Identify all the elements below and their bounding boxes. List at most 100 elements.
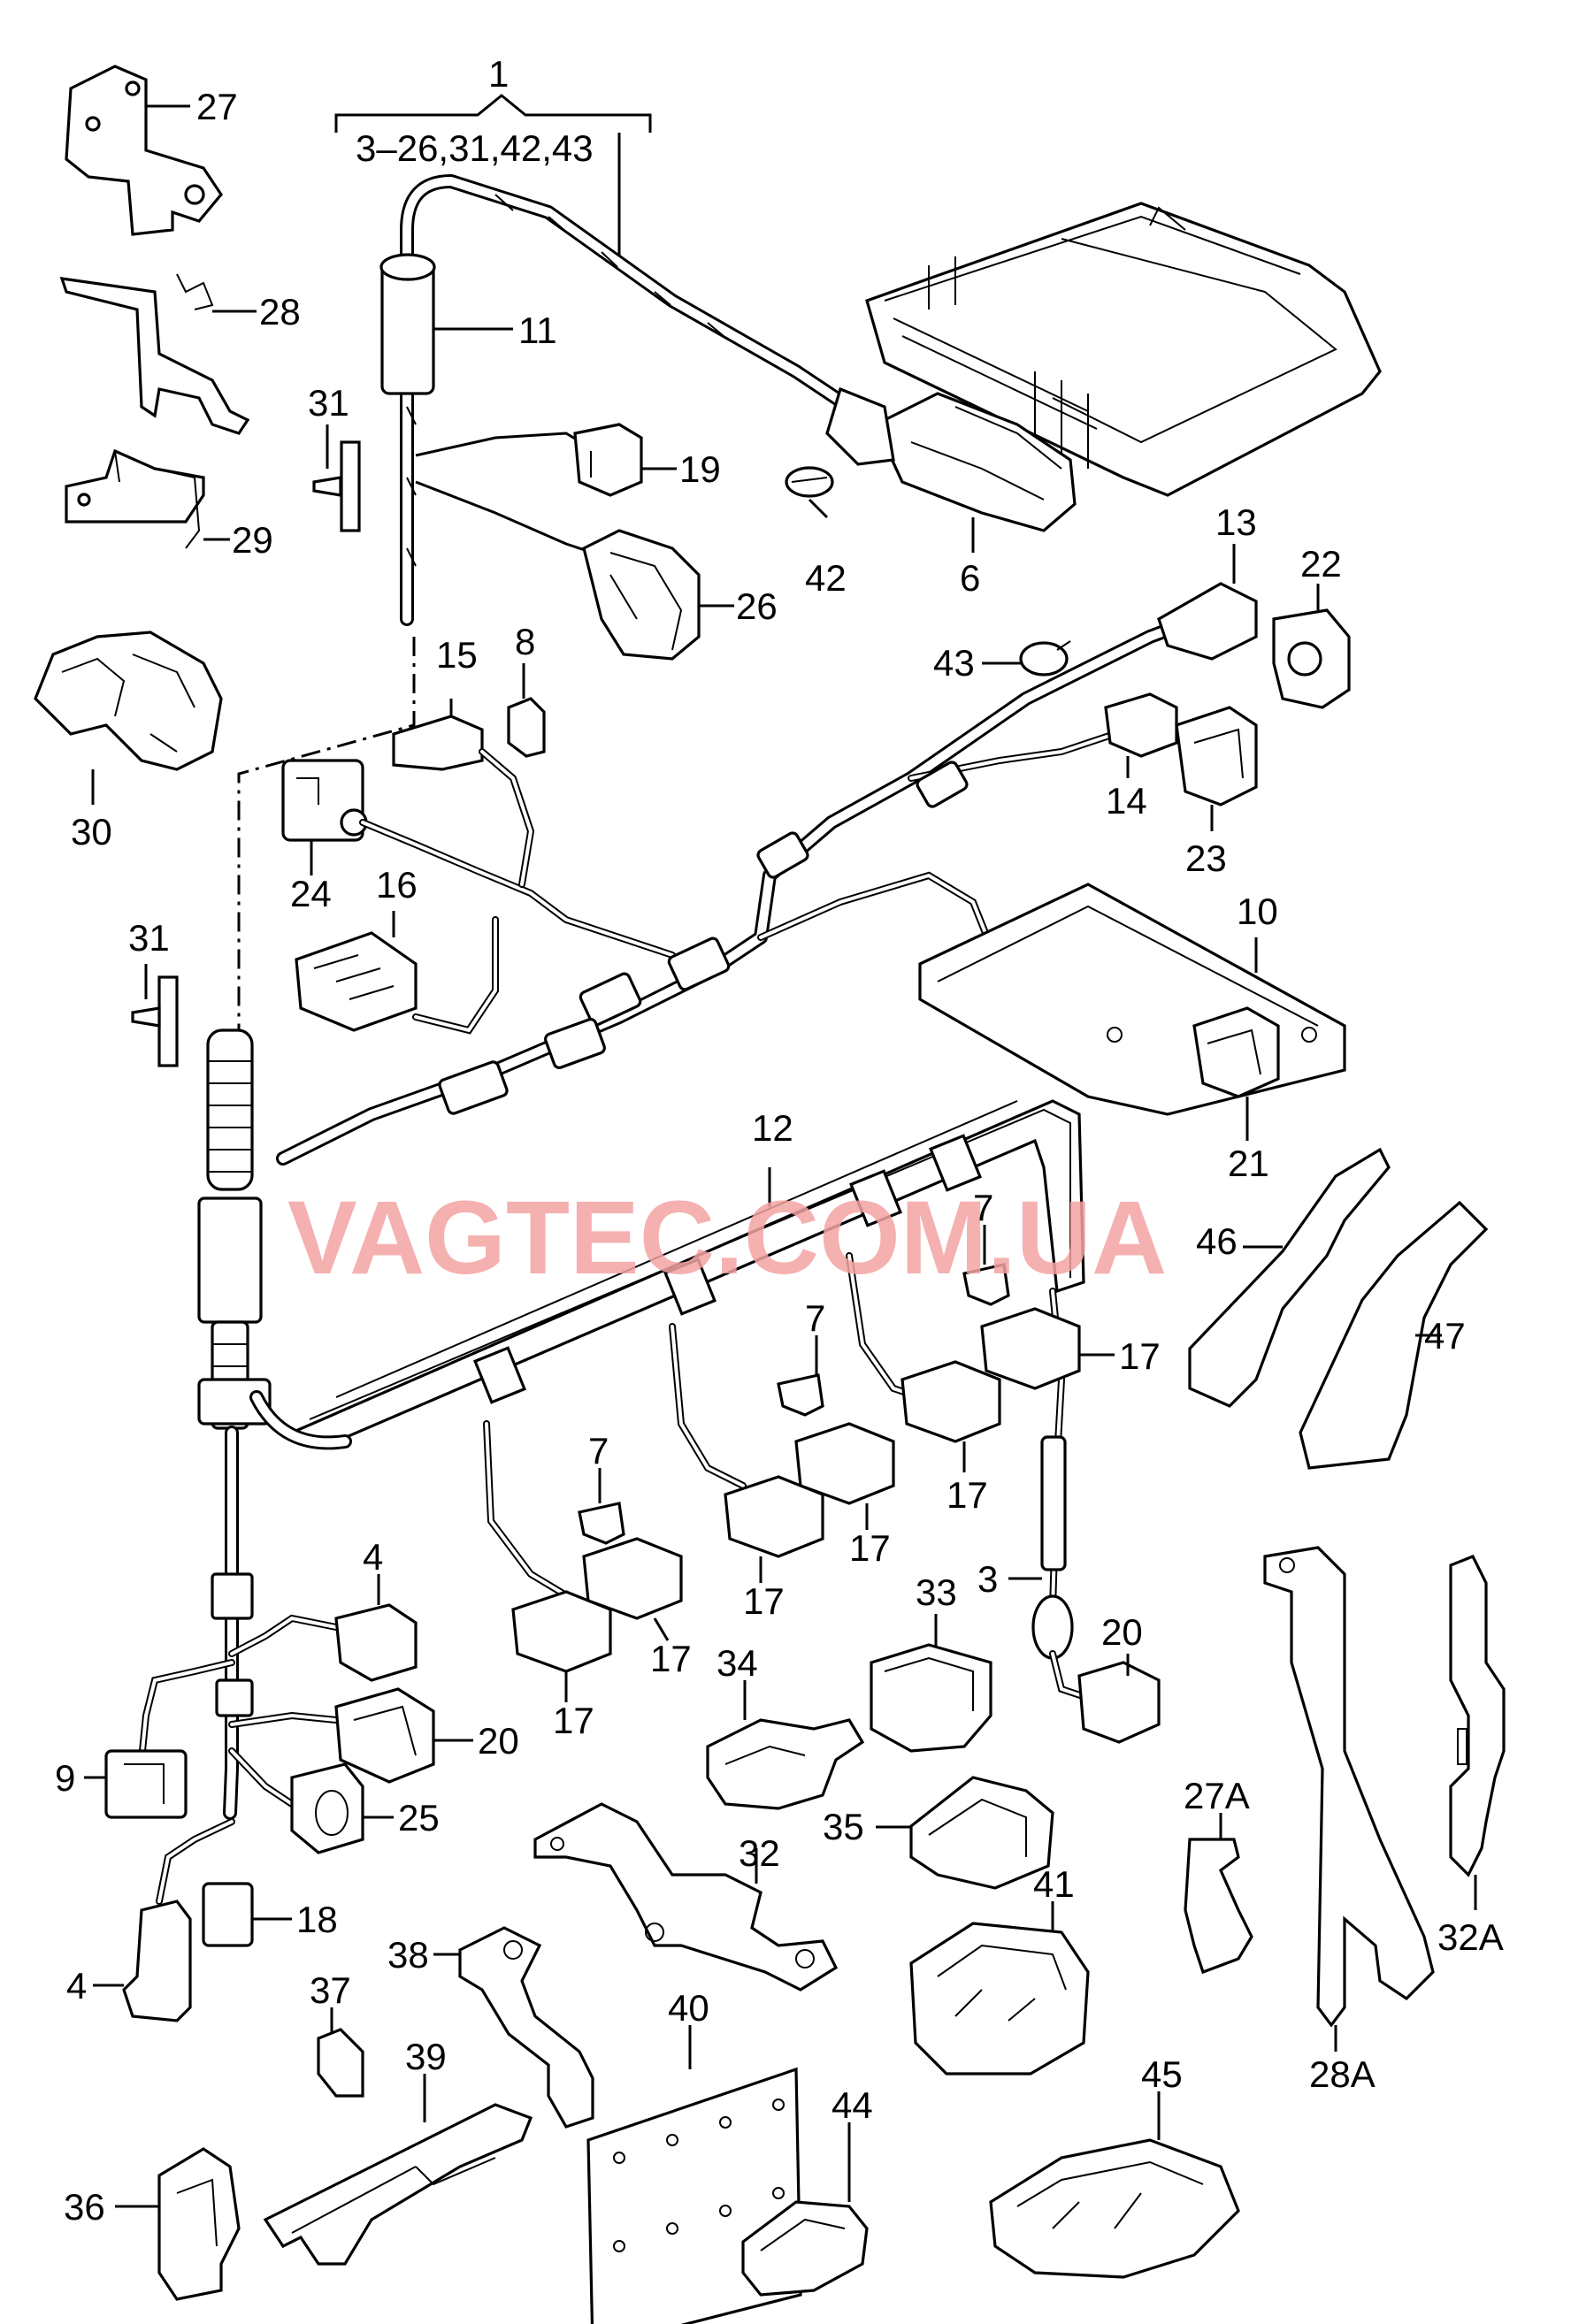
callout-42: 42: [805, 557, 847, 599]
clip-43: [982, 640, 1071, 677]
connector-9: [84, 1749, 188, 1819]
connector-19: [573, 423, 677, 497]
connector-18: [202, 1882, 292, 1947]
callout-13: 13: [1215, 501, 1257, 543]
callout-18: 18: [296, 1899, 338, 1940]
connector-16: [295, 911, 418, 1032]
bracket-27: [65, 65, 223, 236]
rail-39: [263, 2074, 533, 2266]
callout-23: 23: [1185, 837, 1227, 879]
callout-7-left: 7: [588, 1430, 609, 1472]
callout-40: 40: [668, 1987, 709, 2029]
connector-22: [1272, 584, 1351, 709]
callout-20-right: 20: [1101, 1611, 1143, 1653]
fastener-31-mid: [131, 964, 179, 1067]
clip-37: [317, 2007, 364, 2098]
clips-7: [578, 1225, 1010, 1545]
bracket-34: [706, 1680, 865, 1810]
callout-37: 37: [310, 1969, 351, 2011]
connector-20-left: [334, 1687, 473, 1784]
callout-39: 39: [405, 2036, 447, 2077]
connector-21: [1192, 1006, 1280, 1141]
lower-branches: [138, 1614, 340, 1905]
callout-17-e: 17: [650, 1638, 692, 1679]
callout-10: 10: [1237, 891, 1278, 932]
callout-11: 11: [518, 310, 557, 351]
callout-36: 36: [64, 2186, 105, 2228]
callout-47: 47: [1424, 1315, 1466, 1357]
fuel-rail-harness-12: [249, 1099, 1085, 1450]
connector-25: [290, 1762, 394, 1854]
sensor-lead-3: [1008, 1435, 1092, 1701]
bracket-33: [870, 1614, 992, 1753]
callout-7-right: 7: [973, 1187, 993, 1228]
connector-15: [392, 699, 484, 771]
callout-4-lower: 4: [66, 1965, 87, 2007]
callout-25: 25: [398, 1797, 440, 1839]
callout-17-d: 17: [743, 1580, 785, 1622]
callout-24: 24: [290, 873, 332, 914]
callout-30: 30: [71, 811, 112, 852]
shield-47: [1299, 1200, 1489, 1470]
callout-35: 35: [823, 1806, 864, 1847]
callout-27A: 27A: [1184, 1775, 1250, 1816]
shield-46: [1188, 1147, 1391, 1408]
callout-12: 12: [752, 1107, 793, 1149]
callout-27: 27: [196, 86, 238, 127]
watermark: VAGTEC.COM.UA: [287, 1180, 1167, 1296]
bracket-32: [533, 1802, 839, 1991]
main-trunk: [197, 1028, 272, 1820]
callout-21: 21: [1228, 1143, 1269, 1184]
callout-22: 22: [1300, 543, 1342, 585]
callout-1: 1: [488, 53, 509, 95]
cap-8: [507, 663, 546, 758]
bracket-44: [741, 2122, 869, 2297]
callout-16: 16: [376, 864, 418, 906]
connector-24: [281, 759, 368, 875]
injector-connectors-17: [511, 1307, 1115, 1702]
fastener-31-top: [312, 424, 361, 532]
bracket-38: [433, 1926, 594, 2129]
callout-46: 46: [1196, 1220, 1238, 1262]
callout-9: 9: [55, 1757, 75, 1799]
callout-17-b: 17: [946, 1474, 988, 1516]
callout-14: 14: [1106, 780, 1147, 822]
connector-6: [825, 386, 1077, 553]
connector-23: [1175, 706, 1258, 831]
assembly-reference: 1 3–26,31,42,43: [334, 53, 652, 256]
callout-main-range: 3–26,31,42,43: [356, 127, 594, 169]
connector-13: [1157, 544, 1258, 661]
callout-3: 3: [977, 1558, 998, 1600]
callout-31-top: 31: [308, 382, 349, 424]
sleeve-11: [379, 253, 513, 395]
assembly-dash-line: [237, 637, 416, 1035]
connector-4-lower: [93, 1900, 192, 2022]
bracket-29: [65, 448, 230, 549]
plate-10: [918, 883, 1346, 1116]
clip-30: [34, 631, 223, 805]
bracket-27A: [1184, 1813, 1253, 1975]
callout-45: 45: [1141, 2053, 1183, 2095]
callout-15: 15: [436, 634, 478, 676]
callout-28: 28: [259, 291, 301, 333]
callout-20-left: 20: [478, 1720, 519, 1762]
cover-41: [909, 1901, 1090, 2076]
callout-32A: 32A: [1437, 1916, 1504, 1958]
connector-26: [582, 529, 734, 661]
callout-17-a: 17: [1119, 1335, 1161, 1377]
callout-4-upper: 4: [363, 1536, 383, 1578]
callout-32: 32: [739, 1832, 780, 1874]
connector-4-upper: [334, 1574, 418, 1682]
callout-44: 44: [831, 2084, 873, 2126]
callout-41: 41: [1033, 1863, 1075, 1905]
callout-33: 33: [916, 1571, 957, 1613]
bracket-28A: [1263, 1546, 1435, 2052]
bracket-32A: [1449, 1554, 1506, 1910]
callout-7-mid: 7: [805, 1297, 825, 1339]
bracket-36: [115, 2147, 241, 2301]
connector-14: [1104, 692, 1178, 778]
callout-17-f: 17: [553, 1700, 594, 1741]
callout-43: 43: [933, 642, 975, 684]
harness-connectors: [438, 761, 969, 1115]
